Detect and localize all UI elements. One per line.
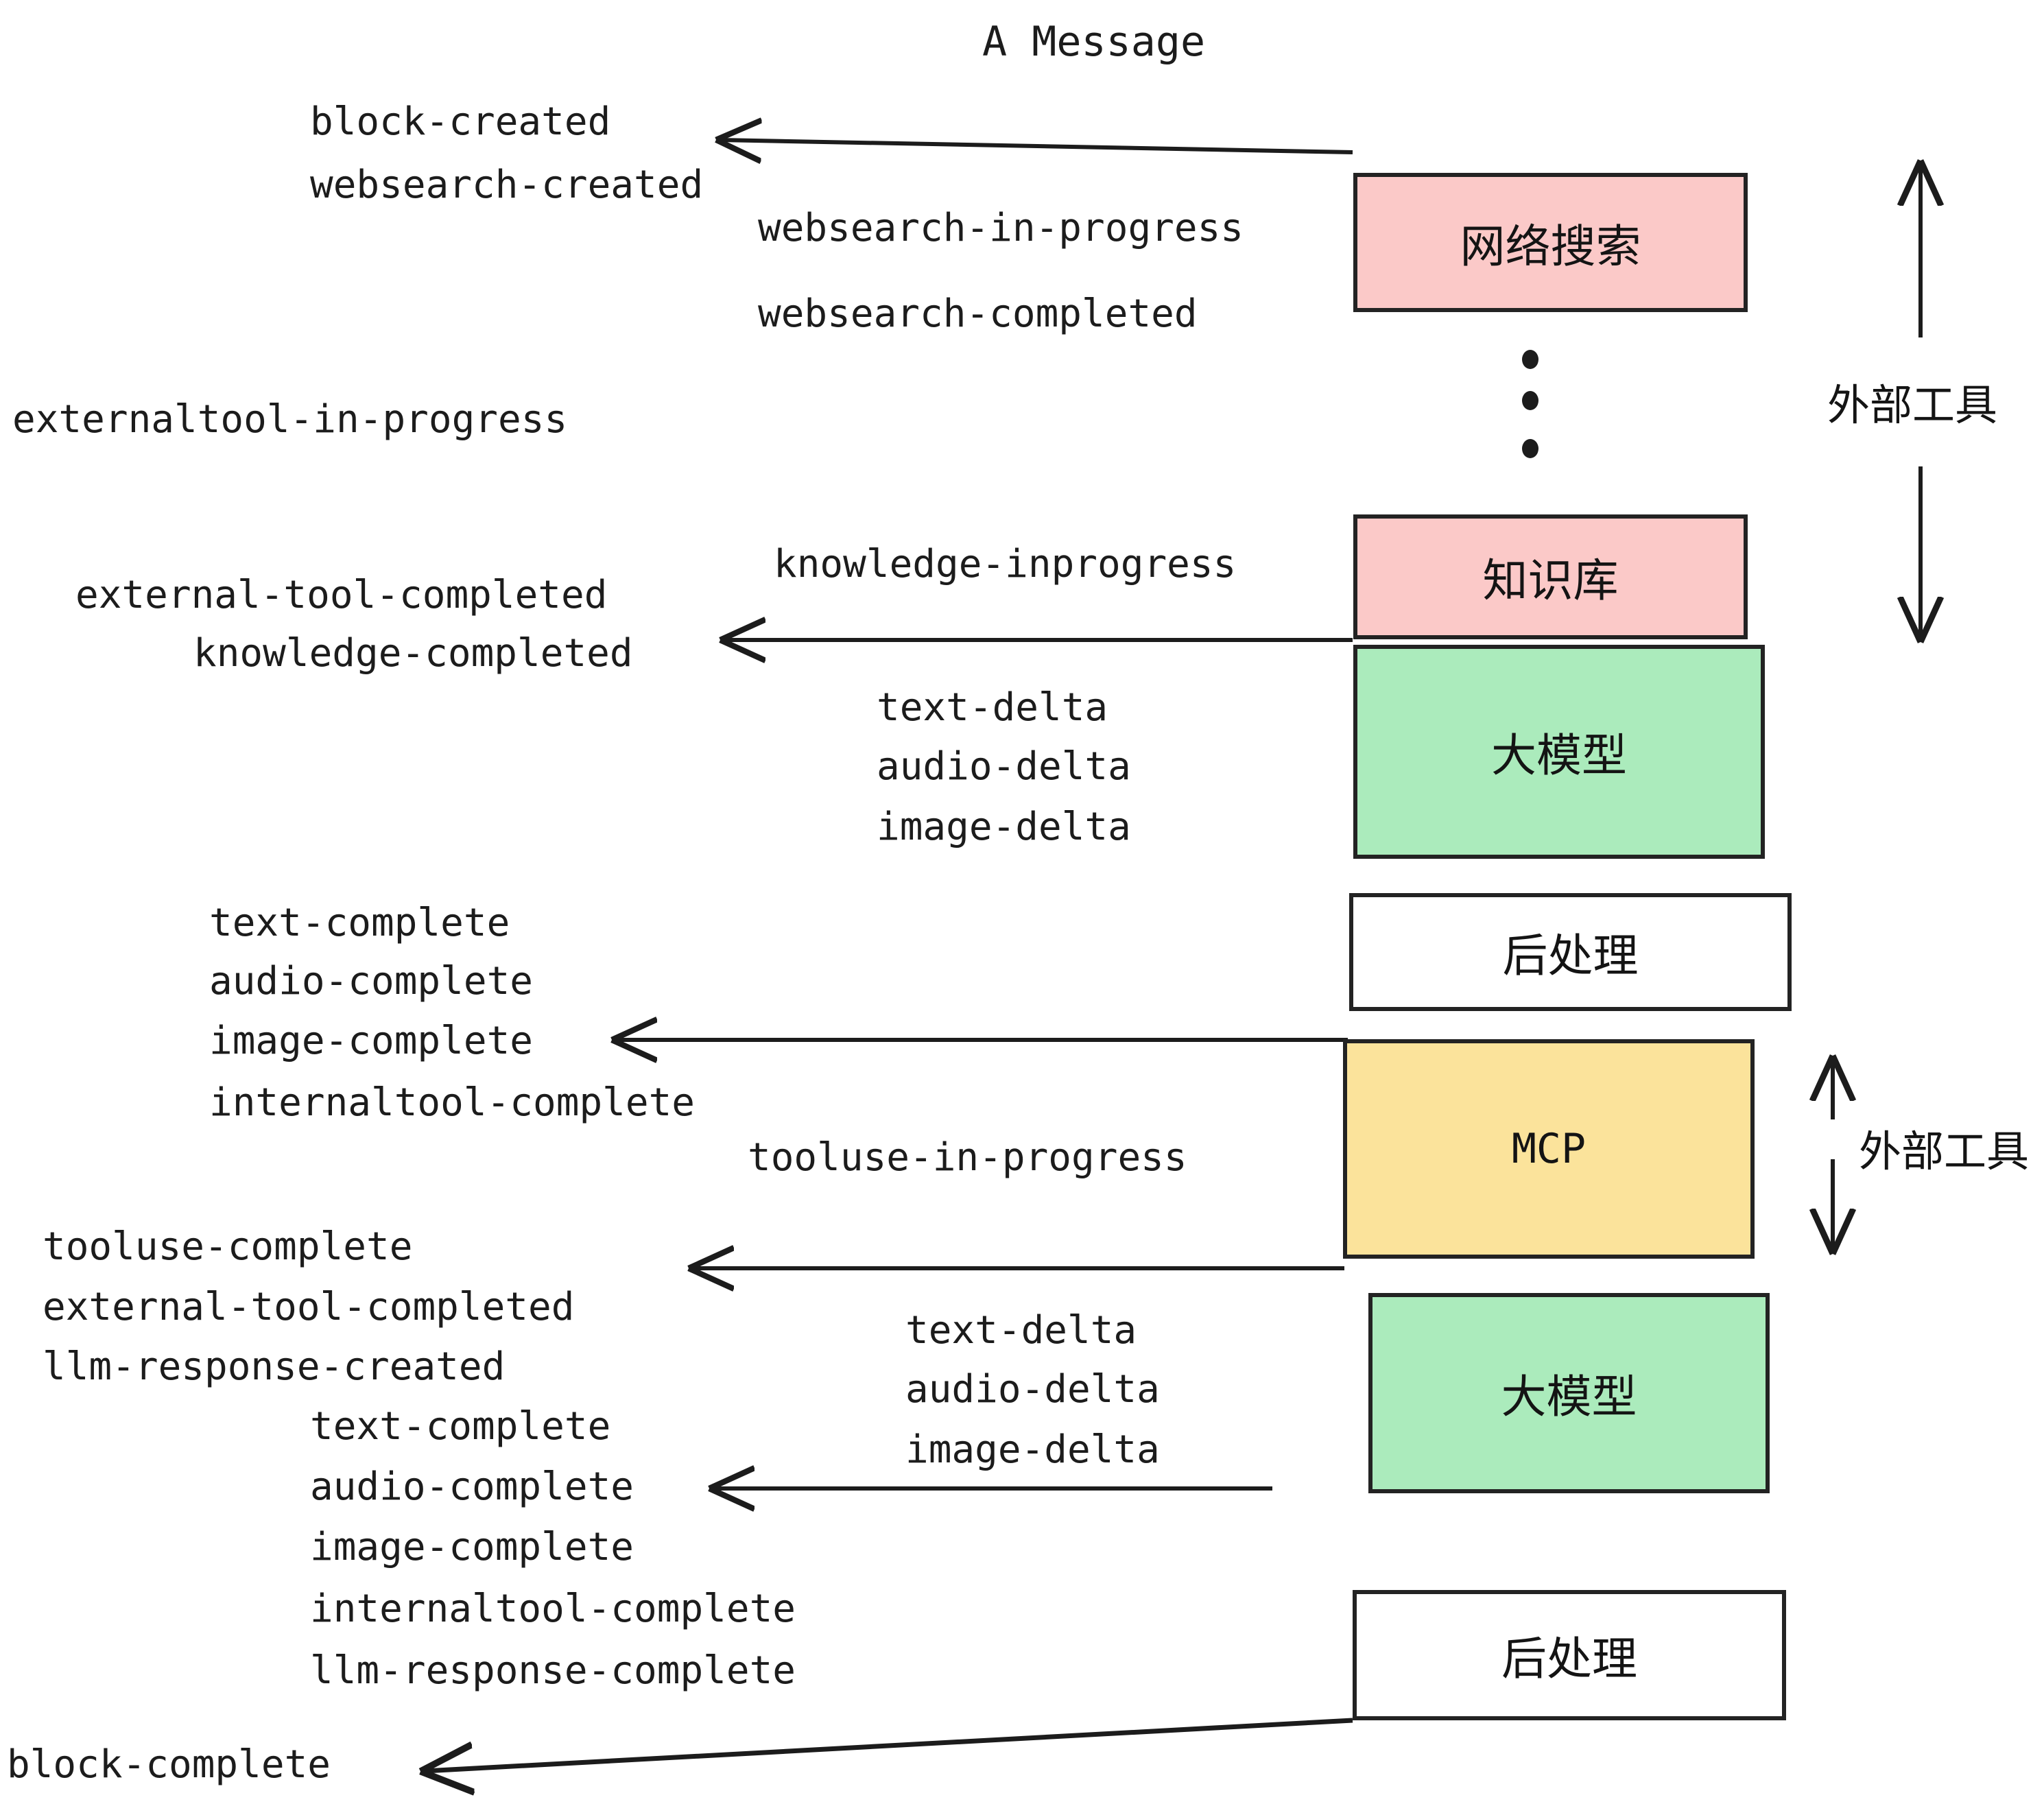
ellipsis-dot-2 [1522,391,1538,410]
event-text-delta-1: text-delta [877,685,1108,730]
box-llm-bottom[interactable]: 大模型 [1368,1293,1770,1493]
page-title: A Message [982,18,1206,66]
box-postprocess-bottom[interactable]: 后处理 [1353,1590,1786,1720]
arrow-websearch-to-block-created [720,140,1353,152]
box-postprocess-top[interactable]: 后处理 [1349,893,1792,1011]
event-audio-delta-2: audio-delta [905,1367,1160,1412]
box-websearch[interactable]: 网络搜索 [1353,173,1748,312]
event-websearch-completed: websearch-completed [758,292,1198,336]
event-block-complete: block-complete [7,1742,331,1787]
box-knowledge-label: 知识库 [1482,554,1619,607]
box-postprocess-bottom-label: 后处理 [1501,1633,1637,1685]
ellipsis-dot-3 [1522,439,1538,458]
event-llm-response-complete: llm-response-complete [310,1648,796,1693]
event-tooluse-in-progress: tooluse-in-progress [748,1135,1187,1180]
event-image-delta-1: image-delta [877,805,1131,849]
event-external-tool-completed-1: external-tool-completed [75,573,608,617]
box-postprocess-top-label: 后处理 [1502,929,1639,982]
event-internaltool-complete-2: internaltool-complete [310,1587,796,1631]
event-image-complete-1: image-complete [209,1019,534,1063]
event-llm-response-created: llm-response-created [43,1344,506,1389]
event-text-complete-1: text-complete [209,901,510,945]
event-externaltool-in-progress: externaltool-in-progress [12,397,568,442]
ellipsis-dot-1 [1522,350,1538,369]
event-text-complete-2: text-complete [310,1404,611,1449]
event-image-complete-2: image-complete [310,1525,634,1569]
box-llm-top[interactable]: 大模型 [1353,645,1765,859]
box-websearch-label: 网络搜索 [1460,219,1641,273]
box-knowledge[interactable]: 知识库 [1353,514,1748,639]
event-websearch-in-progress: websearch-in-progress [758,206,1244,250]
event-audio-complete-2: audio-complete [310,1464,634,1509]
event-tooluse-complete: tooluse-complete [43,1224,413,1269]
event-block-created: block-created [310,99,611,144]
event-internaltool-complete-1: internaltool-complete [209,1080,696,1125]
box-llm-top-label: 大模型 [1491,729,1627,782]
event-audio-complete-1: audio-complete [209,959,534,1004]
annotation-external-tools-top: 外部工具 [1827,380,1998,430]
event-external-tool-completed-2: external-tool-completed [43,1285,575,1329]
arrow-postprocess-to-block-complete [425,1718,1353,1771]
event-image-delta-2: image-delta [905,1427,1160,1472]
box-mcp-label: MCP [1511,1125,1587,1173]
box-llm-bottom-label: 大模型 [1501,1370,1637,1423]
box-mcp[interactable]: MCP [1343,1039,1755,1259]
event-text-delta-2: text-delta [905,1308,1137,1353]
event-knowledge-completed: knowledge-completed [193,631,633,676]
event-websearch-created: websearch-created [310,163,704,207]
annotation-external-tools-bottom: 外部工具 [1859,1126,2030,1176]
event-audio-delta-1: audio-delta [877,744,1131,789]
event-knowledge-inprogress: knowledge-inprogress [774,542,1237,586]
